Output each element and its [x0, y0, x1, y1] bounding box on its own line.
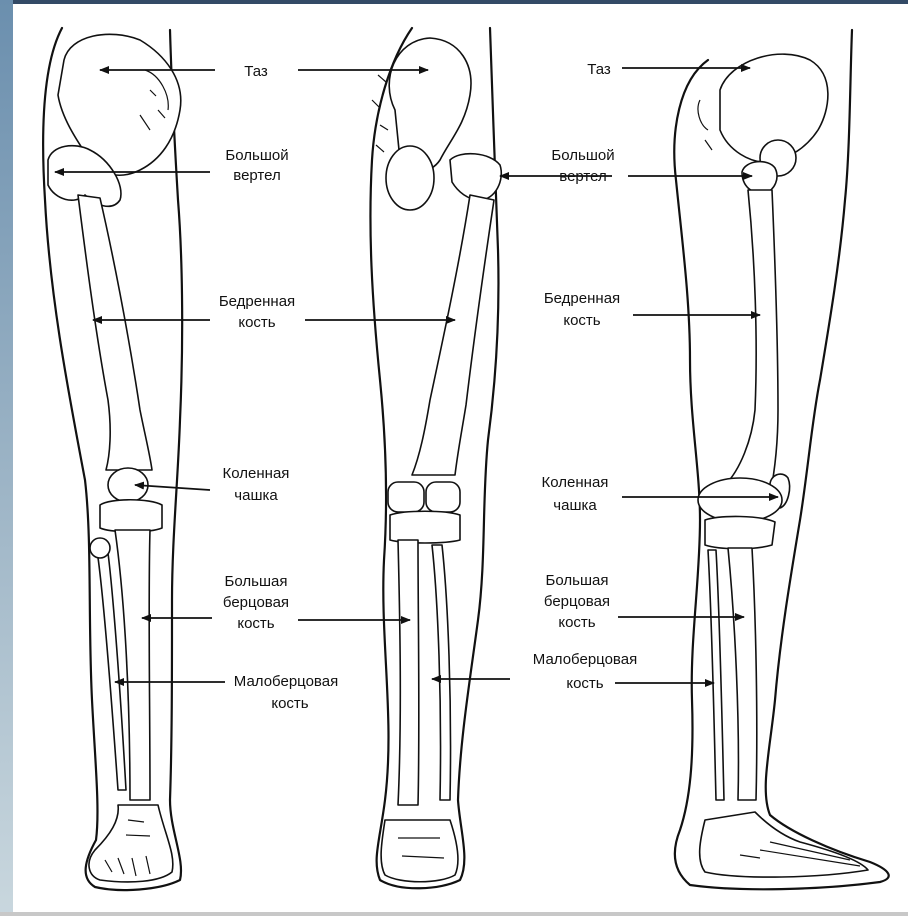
label-femur-2a: Бедренная	[544, 290, 620, 307]
label-tibia-1c: кость	[237, 615, 274, 632]
label-patella-2a: Коленная	[542, 474, 609, 491]
label-trochanter-1a: Большой	[225, 147, 288, 164]
label-femur-1b: кость	[238, 314, 275, 331]
leg-front-view	[43, 28, 182, 890]
tibia-back	[398, 540, 419, 805]
label-tibia-2b: берцовая	[544, 593, 610, 610]
label-trochanter-2b: вертел	[559, 168, 606, 185]
label-patella-2b: чашка	[553, 497, 597, 514]
fibula-side	[708, 550, 724, 800]
label-fibula-1a: Малоберцовая	[234, 673, 338, 690]
label-tibia-1a: Большая	[225, 573, 288, 590]
tibia-side	[728, 548, 757, 800]
label-fibula-2a: Малоберцовая	[533, 651, 637, 668]
label-tibia-1b: берцовая	[223, 594, 289, 611]
label-tibia-2a: Большая	[546, 572, 609, 589]
label-fibula-2b: кость	[566, 675, 603, 692]
fibula-back	[432, 545, 451, 800]
label-pelvis-2: Таз	[587, 61, 611, 78]
label-pelvis-1: Таз	[244, 63, 268, 80]
labels-right: Таз Большой вертел Бедренная кость Колен…	[533, 61, 637, 692]
foot-back	[381, 820, 458, 882]
bottom-frame-bar	[0, 912, 908, 916]
leg-back-view	[370, 28, 501, 888]
labels-middle: Таз Большой вертел Бедренная кость Колен…	[219, 63, 338, 712]
label-fibula-1b: кость	[271, 695, 308, 712]
label-femur-2b: кость	[563, 312, 600, 329]
label-patella-1b: чашка	[234, 487, 278, 504]
femur-front	[78, 195, 152, 470]
greater-trochanter-side	[742, 162, 777, 194]
label-femur-1a: Бедренная	[219, 293, 295, 310]
leg-side-view	[674, 30, 888, 889]
label-trochanter-2a: Большой	[551, 147, 614, 164]
leg-skeleton-diagram: Таз Большой вертел Бедренная кость Колен…	[13, 4, 908, 912]
label-tibia-2c: кость	[558, 614, 595, 631]
left-frame-bar	[0, 0, 13, 916]
label-patella-1a: Коленная	[223, 465, 290, 482]
foot-front	[89, 805, 173, 882]
femur-side	[725, 190, 778, 495]
femur-back	[412, 195, 494, 475]
greater-trochanter-back	[450, 154, 501, 200]
label-trochanter-1b: вертел	[233, 167, 280, 184]
